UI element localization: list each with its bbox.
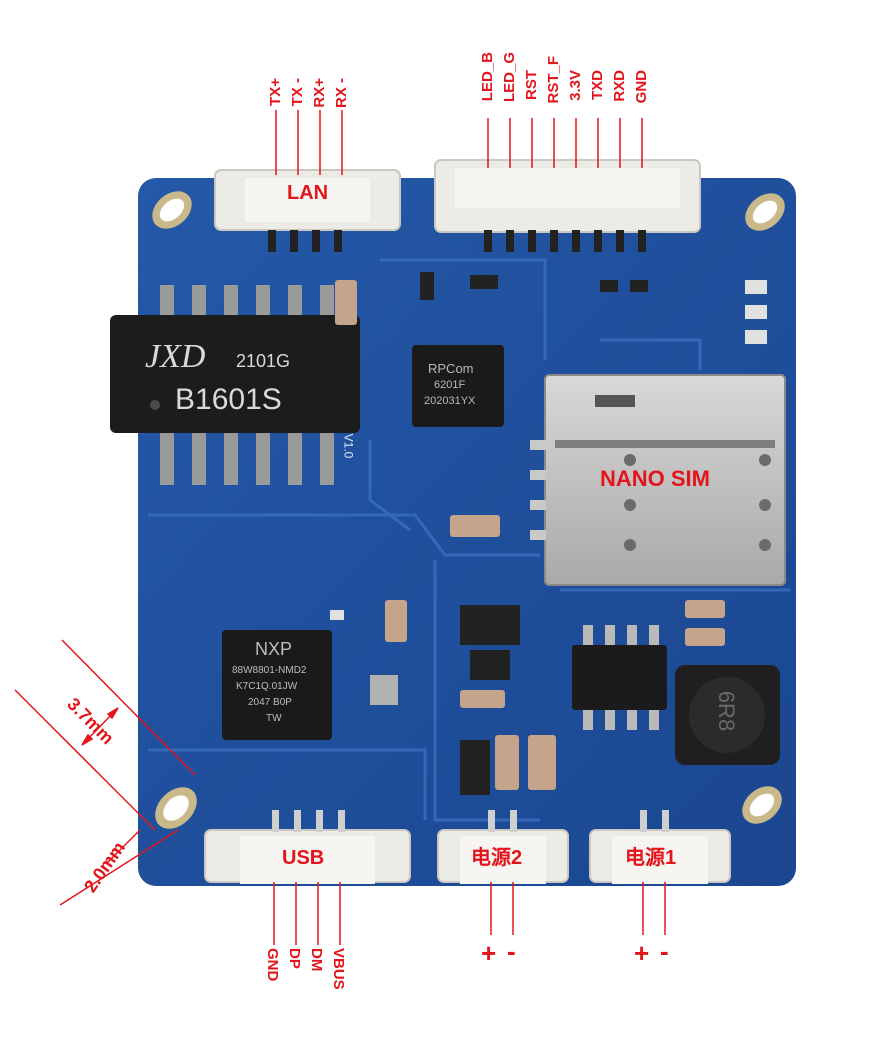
transformer-mark-line2: B1601S [175,383,282,416]
nxp-mark-line4: TW [266,713,282,724]
lan-connector [214,169,401,252]
usb-connector [204,810,411,884]
lan-connector-label: LAN [287,182,329,204]
top-header-connector [434,159,701,252]
dimension-lines [14,639,196,906]
nxp-chip [222,630,332,740]
usb-pin-dm: DM [308,948,325,972]
inductor [675,665,780,765]
transformer-chip [110,285,360,485]
lan-pin-rx-minus: RX - [333,78,350,108]
usb-pin-gnd: GND [264,948,281,982]
rpcom-mark-line3: 202031YX [424,395,476,407]
nxp-mark-line1: 88W8801-NMD2 [232,665,307,676]
rpcom-mark-line2: 6201F [434,379,466,391]
power2-connector [437,810,569,884]
header-pin-3v3: 3.3V [567,70,584,101]
mounting-holes [152,191,785,829]
transformer-mark-line1: JXD [145,338,206,375]
transformer-mark-suffix: 2101G [236,351,291,371]
power1-plus-sign: + [634,938,650,968]
lan-pin-tx-minus: TX - [289,78,306,107]
power1-connector-label: 电源1 [625,847,677,869]
usb-pin-vbus: VBUS [330,948,347,990]
lan-pin-rx-plus: RX+ [311,78,328,108]
nano-sim-slot [530,374,786,586]
soic-chip [572,625,667,730]
header-pin-led-g: LED_G [501,52,518,103]
usb-pin-dp: DP [286,948,303,969]
header-pin-gnd: GND [633,70,650,104]
nxp-mark-line3: 2047 B0P [248,697,292,708]
power1-connector [589,810,731,884]
power2-connector-label: 电源2 [471,847,523,869]
power2-plus-sign: + [481,938,497,968]
nxp-logo: NXP [255,639,293,659]
power2-minus-sign: - [507,936,516,966]
board-version: V1.0 [341,433,356,459]
nxp-mark-line2: K7C1Q.01JW [236,681,298,692]
header-pin-rst-f: RST_F [545,56,562,104]
lan-pin-tx-plus: TX+ [267,78,284,106]
inductor-mark: 6R8 [714,690,740,732]
header-pin-led-b: LED_B [479,52,496,102]
header-pin-rst: RST [523,70,540,100]
rpcom-chip [412,345,504,427]
rpcom-mark-line1: RPCom [428,361,474,376]
header-pin-rxd: RXD [611,70,628,102]
header-pin-txd: TXD [589,70,606,100]
sim-slot-label: NANO SIM [600,466,710,491]
usb-connector-label: USB [282,847,325,869]
power1-minus-sign: - [660,936,669,966]
